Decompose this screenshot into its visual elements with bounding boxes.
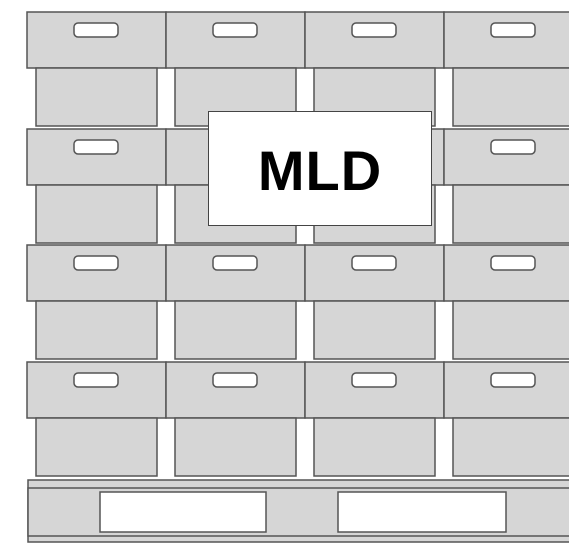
box-body: [453, 301, 569, 359]
box-handle: [74, 23, 118, 37]
box-handle: [491, 140, 535, 154]
box-lid: [166, 12, 305, 68]
box-lid: [305, 245, 444, 301]
box-handle: [491, 373, 535, 387]
box-handle: [352, 373, 396, 387]
box-lid: [444, 245, 569, 301]
box-body: [36, 185, 157, 243]
mld-label-text: MLD: [258, 139, 382, 199]
pallet-opening: [100, 492, 266, 532]
box-body: [314, 301, 435, 359]
box-lid: [444, 362, 569, 418]
box-handle: [213, 256, 257, 270]
box-lid: [305, 362, 444, 418]
box-body: [36, 301, 157, 359]
box-body: [314, 418, 435, 476]
box-lid: [27, 245, 166, 301]
box-lid: [27, 129, 166, 185]
box-row: [27, 362, 569, 476]
box-body: [175, 301, 296, 359]
box-row: [27, 12, 569, 126]
box-body: [36, 418, 157, 476]
box-lid: [305, 12, 444, 68]
box-handle: [213, 373, 257, 387]
box-body: [36, 68, 157, 126]
box-handle: [74, 373, 118, 387]
box-handle: [491, 256, 535, 270]
box-body: [175, 418, 296, 476]
box-body: [453, 185, 569, 243]
box-handle: [491, 23, 535, 37]
box-body: [453, 68, 569, 126]
box-handle: [74, 256, 118, 270]
box-row: [27, 245, 569, 359]
box-lid: [166, 245, 305, 301]
pallet-opening: [338, 492, 506, 532]
box-body: [453, 418, 569, 476]
box-rows: [27, 12, 569, 476]
box-lid: [444, 129, 569, 185]
box-handle: [213, 23, 257, 37]
box-lid: [166, 362, 305, 418]
box-handle: [74, 140, 118, 154]
pallet: [28, 480, 569, 542]
box-lid: [444, 12, 569, 68]
box-lid: [27, 12, 166, 68]
box-handle: [352, 256, 396, 270]
box-lid: [27, 362, 166, 418]
mld-label: MLD: [208, 111, 432, 226]
box-handle: [352, 23, 396, 37]
